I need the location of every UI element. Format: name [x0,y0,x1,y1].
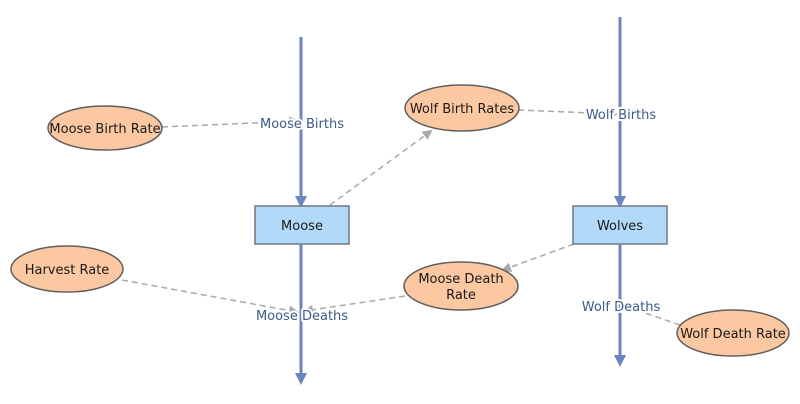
flow-moose-deaths-halo: Moose Deaths [256,309,348,324]
flow-moose-births-halo: Moose Births [260,117,344,132]
variable-moose-death-rate[interactable]: Moose Death Rate [403,261,519,311]
link-harvest-rate-to-moose-deaths [121,279,299,316]
flow-wolf-births-halo: Wolf Births [586,108,657,123]
stock-moose-box [254,205,350,245]
flow-wolf-births[interactable]: Wolf Births Wolf Births [584,106,659,125]
variable-wolf-death-rate-label: Wolf Death Rate [680,327,786,342]
variable-wolf-birth-rates-shape [404,84,520,132]
flow-moose-births[interactable]: Moose Births Moose Births [258,115,346,134]
variable-wolf-birth-rates-label: Wolf Birth Rates [410,102,515,117]
link-moose-birth-rate-to-births [161,116,299,128]
flow-moose-births-label: Moose Births [260,117,344,132]
link-moose-to-wolf-birth-rates [329,129,433,206]
variable-moose-death-rate-shape [403,261,519,311]
link-wolf-birth-rates-to-wolf-births [517,108,618,119]
flow-wolf-deaths-halo: Wolf Deaths [582,300,661,315]
variable-moose-birth-rate-shape [47,105,163,151]
variable-wolf-death-rate[interactable]: Wolf Death Rate [676,309,790,357]
flow-wolf-deaths-label: Wolf Deaths [582,300,661,315]
flow-moose-deaths-label: Moose Deaths [256,309,348,324]
stock-wolves-box [572,205,668,245]
variable-moose-birth-rate-label: Moose Birth Rate [49,122,160,137]
stock-wolves[interactable]: Wolves [572,205,668,245]
link-moose-death-rate-to-moose-deaths [303,295,406,315]
variable-wolf-birth-rates[interactable]: Wolf Birth Rates [404,84,520,132]
variable-moose-death-rate-label-line1: Moose Death [418,272,503,287]
variable-moose-birth-rate[interactable]: Moose Birth Rate [47,105,163,151]
flow-moose-deaths[interactable]: Moose Deaths Moose Deaths [254,307,350,326]
stock-moose[interactable]: Moose [254,205,350,245]
variable-harvest-rate-shape [10,245,124,293]
flow-wolf-births-label: Wolf Births [586,108,657,123]
stock-wolves-label: Wolves [597,219,643,234]
link-wolves-to-moose-death-rate [501,243,575,272]
variable-harvest-rate[interactable]: Harvest Rate [10,245,124,293]
variable-harvest-rate-label: Harvest Rate [25,263,110,278]
stock-moose-label: Moose [281,219,323,234]
flow-wolf-deaths[interactable]: Wolf Deaths Wolf Deaths [580,298,663,317]
variable-wolf-death-rate-shape [676,309,790,357]
variable-moose-death-rate-label-line2: Rate [446,288,476,303]
